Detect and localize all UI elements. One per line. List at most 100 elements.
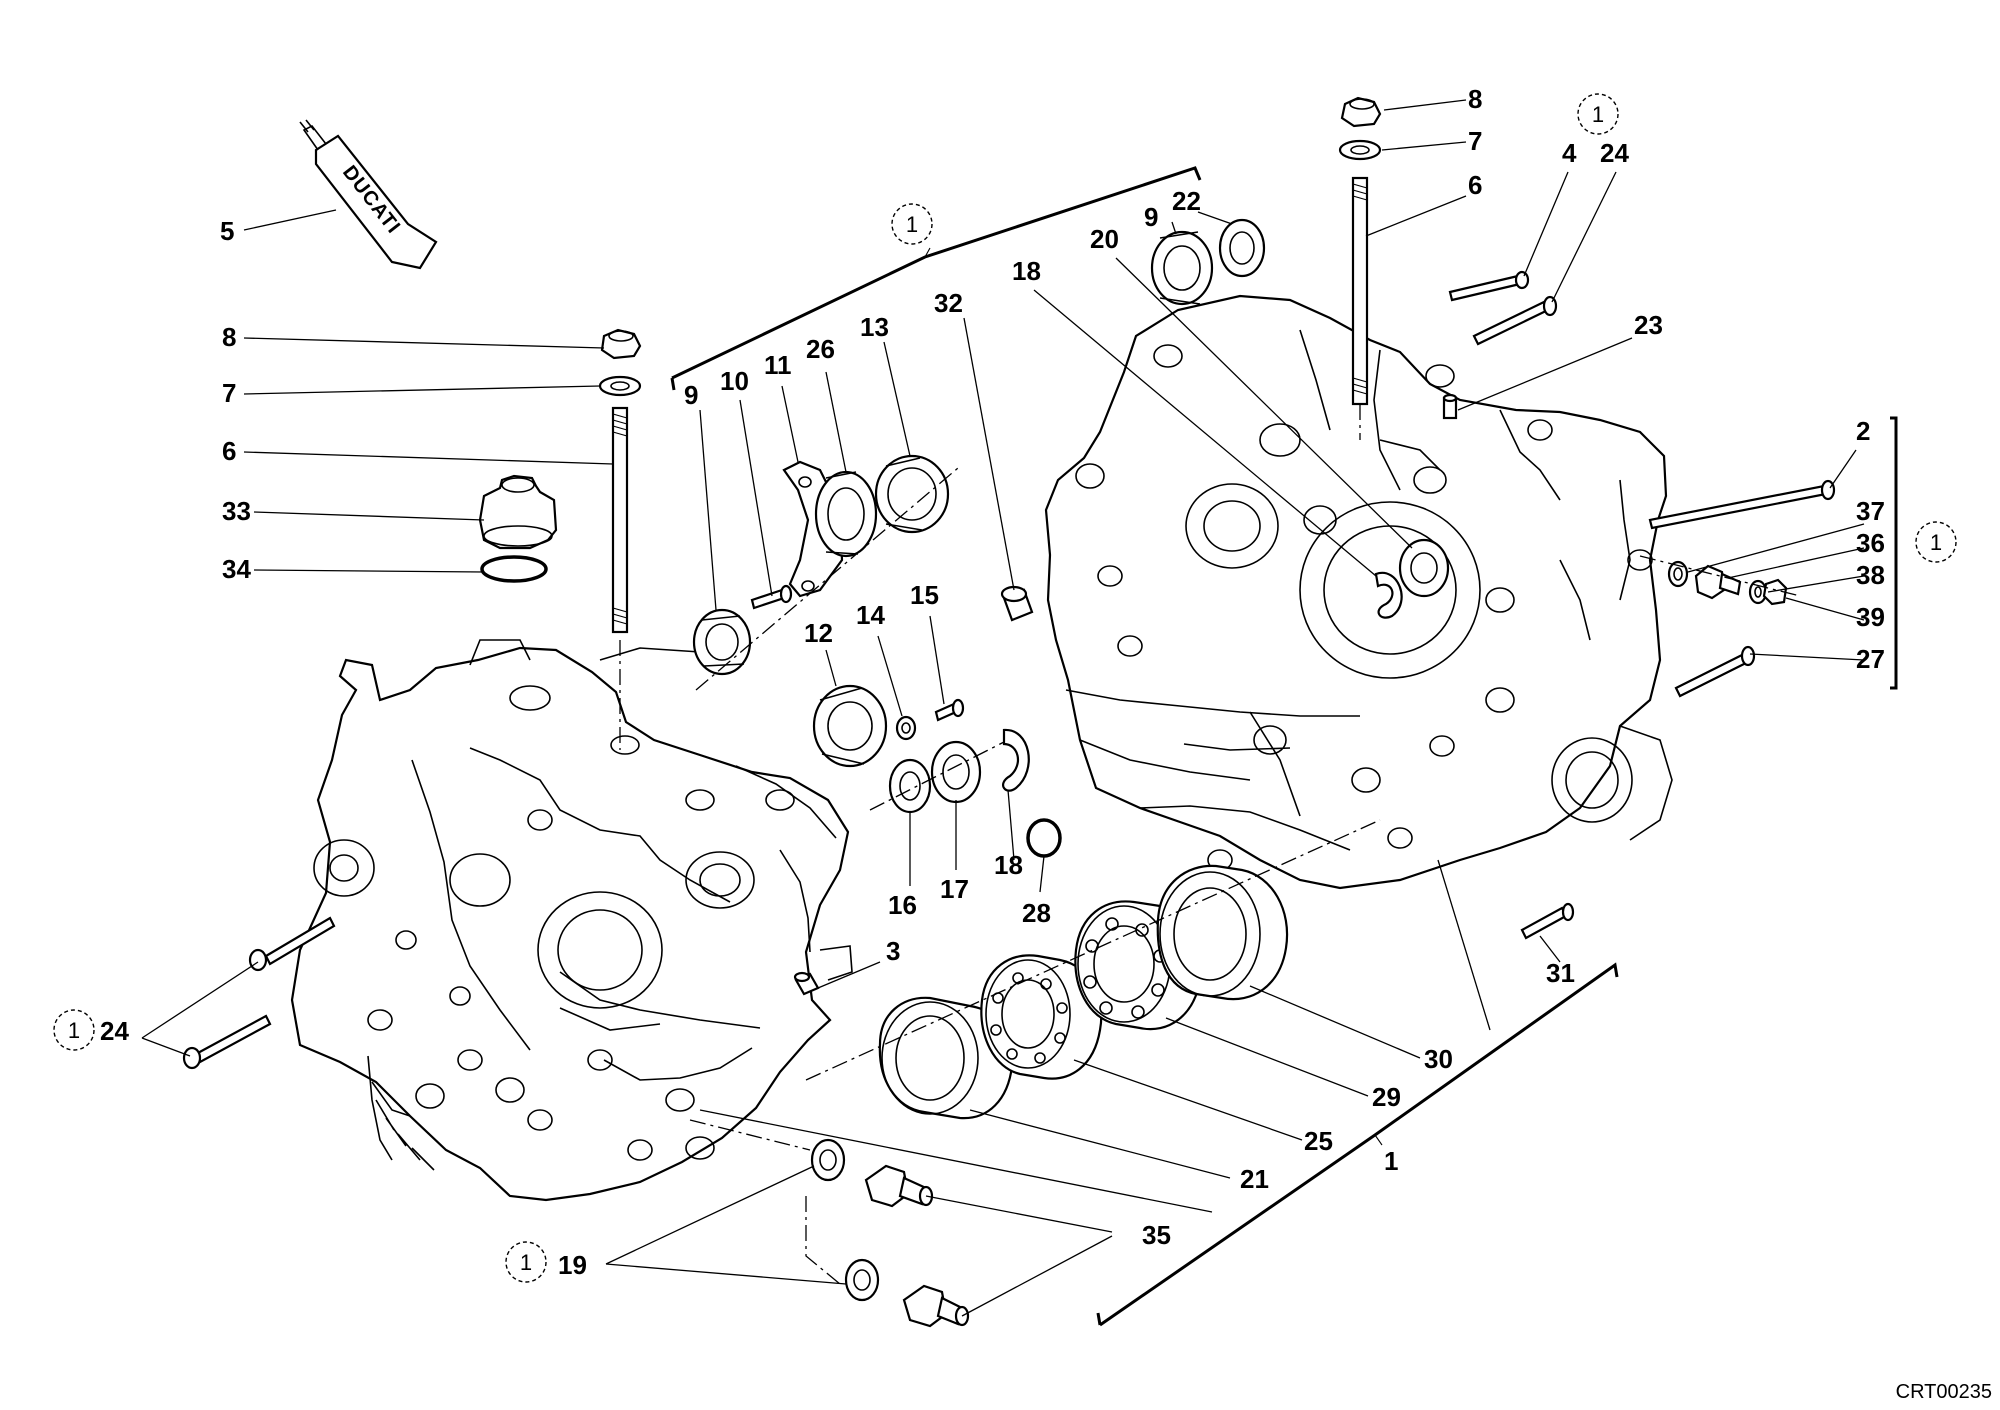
label-5: 5 — [220, 216, 234, 246]
axis-right-plug — [1639, 555, 1801, 597]
label-36: 36 — [1856, 528, 1885, 558]
bearing-26-icon — [814, 470, 878, 558]
label-30: 30 — [1424, 1044, 1453, 1074]
label-37: 37 — [1856, 496, 1885, 526]
group-marker-right: 1 — [1915, 521, 1957, 563]
label-14: 14 — [856, 600, 885, 630]
screw-24-right-icon — [1472, 295, 1558, 346]
bearing-20-icon — [1398, 538, 1450, 598]
washer-14-icon — [895, 715, 917, 741]
label-34: 34 — [222, 554, 251, 584]
label-2: 2 — [1856, 416, 1870, 446]
group-marker-top-right: 1 — [1577, 93, 1619, 135]
group-marker-left-text: 1 — [68, 1018, 80, 1043]
label-3: 3 — [886, 936, 900, 966]
stud-left-icon — [611, 406, 629, 634]
label-9-top: 9 — [684, 380, 698, 410]
label-35: 35 — [1142, 1220, 1171, 1250]
nut-left-icon — [600, 328, 642, 360]
seal-22-icon — [1218, 218, 1266, 278]
crankcase-left-half-icon — [290, 639, 853, 1202]
drawing-code: CRT00235 — [1896, 1381, 1992, 1403]
plug-35-upper-icon — [864, 1164, 934, 1208]
o-ring-34-icon — [480, 555, 548, 583]
leader-lines — [141, 99, 1865, 1317]
label-24-left: 24 — [100, 1016, 129, 1046]
group-marker-bottom-text: 1 — [520, 1250, 532, 1275]
axis-drain-upper — [689, 1119, 811, 1151]
screw-10-icon — [750, 584, 793, 610]
bearing-17-icon — [930, 740, 982, 804]
group-marker-top-right-text: 1 — [1592, 102, 1604, 127]
group-marker-bottom: 1 — [505, 1241, 547, 1283]
circlip-18-left-icon — [1002, 728, 1030, 792]
label-19: 19 — [558, 1250, 587, 1280]
label-38: 38 — [1856, 560, 1885, 590]
group-bracket-bottom — [1096, 962, 1619, 1327]
o-ring-28-icon — [1026, 818, 1062, 858]
bearing-cup-33-icon — [478, 474, 558, 550]
label-6-right: 6 — [1468, 170, 1482, 200]
label-28: 28 — [1022, 898, 1051, 928]
label-18-left: 18 — [994, 850, 1023, 880]
label-16: 16 — [888, 890, 917, 920]
screw-27-icon — [1674, 645, 1756, 698]
washer-19-upper-icon — [810, 1138, 846, 1182]
label-26: 26 — [806, 334, 835, 364]
group-marker-top-left: 1 — [891, 203, 933, 245]
pin-23-icon — [1442, 393, 1458, 420]
bearing-9-right-icon — [1150, 230, 1214, 306]
label-7-right: 7 — [1468, 126, 1482, 156]
washer-19-lower-icon — [844, 1258, 880, 1302]
label-1: 1 — [1384, 1146, 1398, 1176]
screw-4-icon — [1448, 270, 1530, 302]
group-marker-top-left-text: 1 — [906, 212, 918, 237]
washer-37-icon — [1667, 560, 1689, 588]
seal-16-icon — [888, 758, 932, 814]
circlip-18-right-icon — [1374, 571, 1403, 619]
stud-right-icon — [1351, 176, 1369, 406]
screw-31-icon — [1520, 902, 1575, 940]
screw-24-left-lower-icon — [182, 1014, 272, 1070]
label-13: 13 — [860, 312, 889, 342]
label-12: 12 — [804, 618, 833, 648]
label-18-right: 18 — [1012, 256, 1041, 286]
label-29: 29 — [1372, 1082, 1401, 1112]
axis-main-bearings — [805, 819, 1381, 1081]
label-8-left: 8 — [222, 322, 236, 352]
part-labels: 5 8 7 6 33 34 24 9 10 11 26 13 32 12 14 … — [100, 84, 1885, 1280]
label-10: 10 — [720, 366, 749, 396]
bushing-32-icon — [1000, 585, 1034, 622]
label-11: 11 — [764, 350, 792, 380]
label-27: 27 — [1856, 644, 1885, 674]
label-25: 25 — [1304, 1126, 1333, 1156]
label-33: 33 — [222, 496, 251, 526]
screw-15-icon — [934, 698, 965, 722]
screw-2-icon — [1648, 479, 1836, 530]
washer-left-icon — [598, 375, 642, 397]
plug-36-icon — [1694, 564, 1742, 600]
nut-39-icon — [1762, 578, 1788, 606]
plug-35-lower-icon — [902, 1284, 970, 1328]
bearing-12-icon — [812, 684, 888, 768]
label-24-right: 24 — [1600, 138, 1629, 168]
label-22: 22 — [1172, 186, 1201, 216]
axis-middle-bearings — [869, 741, 1005, 811]
axis-drain-plugs — [805, 1196, 841, 1285]
pin-3-icon — [793, 971, 820, 996]
group-marker-right-text: 1 — [1930, 530, 1942, 555]
label-17: 17 — [940, 874, 969, 904]
sleeve-30-icon — [1156, 864, 1289, 1001]
label-39: 39 — [1856, 602, 1885, 632]
label-32: 32 — [934, 288, 963, 318]
label-23: 23 — [1634, 310, 1663, 340]
label-20: 20 — [1090, 224, 1119, 254]
group-bracket-top — [670, 166, 1202, 391]
nut-right-icon — [1340, 96, 1382, 128]
label-4: 4 — [1562, 138, 1577, 168]
label-9-right: 9 — [1144, 202, 1158, 232]
group-bracket-right — [1890, 416, 1898, 690]
label-31: 31 — [1546, 958, 1575, 988]
bearing-9-left-icon — [692, 608, 752, 676]
